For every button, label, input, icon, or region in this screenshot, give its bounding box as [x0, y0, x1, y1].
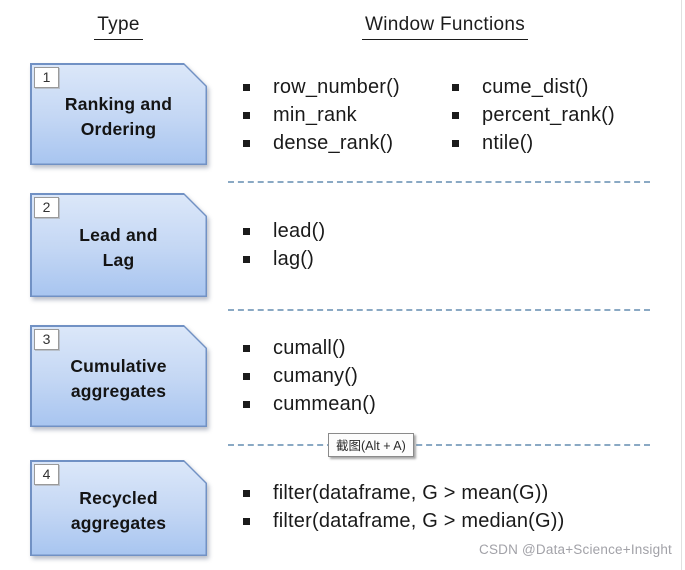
list-item: filter(dataframe, G > median(G)): [243, 507, 565, 535]
function-label: cume_dist(): [482, 75, 589, 98]
screenshot-tooltip: 截图(Alt + A): [328, 433, 414, 457]
bullet-icon: [452, 83, 459, 91]
bullet-icon: [243, 372, 250, 380]
list-item: cumany(): [243, 362, 376, 390]
box-ranking-and-ordering: 1 Ranking and Ordering: [30, 63, 207, 165]
function-label: ntile(): [482, 131, 534, 154]
type-header-label: Type: [94, 14, 143, 40]
box-number-badge: 4: [34, 464, 59, 485]
box-title: Recycled aggregates: [30, 460, 207, 556]
window-functions-header-label: Window Functions: [361, 14, 529, 40]
function-label: row_number(): [273, 75, 400, 98]
bullet-icon: [243, 344, 250, 352]
list-item: lag(): [243, 245, 325, 273]
bullet-icon: [243, 489, 250, 497]
right-edge-divider: [681, 0, 682, 570]
list-item: min_rank: [243, 101, 400, 129]
box-fill-shape: [32, 327, 206, 426]
list-item: percent_rank(): [452, 101, 615, 129]
function-label: lead(): [273, 219, 326, 242]
box-title-line: Lag: [102, 250, 135, 270]
section1-function-list-col2: cume_dist() percent_rank() ntile(): [452, 73, 615, 157]
list-item: lead(): [243, 217, 325, 245]
function-label: dense_rank(): [273, 131, 394, 154]
list-item: cume_dist(): [452, 73, 615, 101]
section1-function-list-col1: row_number() min_rank dense_rank(): [243, 73, 400, 157]
function-label: cummean(): [273, 392, 376, 415]
list-item: row_number(): [243, 73, 400, 101]
section2-function-list: lead() lag(): [243, 217, 325, 273]
box-number-badge: 3: [34, 329, 59, 350]
function-label: cumall(): [273, 336, 346, 359]
box-title: Ranking and Ordering: [30, 63, 207, 165]
box-title-line: Ranking and: [64, 94, 173, 115]
box-title-line: Recycled: [79, 488, 158, 509]
bullet-icon: [243, 400, 250, 408]
section4-function-list: filter(dataframe, G > mean(G)) filter(da…: [243, 479, 565, 535]
section3-function-list: cumall() cumany() cummean(): [243, 334, 376, 418]
bullet-icon: [243, 111, 250, 119]
type-column-header: Type: [30, 14, 207, 40]
box-recycled-aggregates: 4 Recycled aggregates: [30, 460, 207, 556]
bullet-icon: [243, 139, 250, 147]
bullet-icon: [243, 83, 250, 91]
window-functions-column-header: Window Functions: [240, 14, 650, 40]
list-item: cummean(): [243, 390, 376, 418]
function-label: filter(dataframe, G > mean(G)): [273, 481, 549, 504]
box-title-line: aggregates: [70, 513, 167, 533]
box-cumulative-aggregates: 3 Cumulative aggregates: [30, 325, 207, 427]
bullet-icon: [243, 227, 250, 235]
bullet-icon: [243, 255, 250, 263]
dashed-separator: [228, 309, 650, 311]
dashed-separator: [228, 181, 650, 183]
box-fill-shape: [32, 462, 206, 555]
list-item: ntile(): [452, 129, 615, 157]
box-title-line: Cumulative: [70, 356, 167, 377]
box-number-badge: 2: [34, 197, 59, 218]
list-item: cumall(): [243, 334, 376, 362]
box-title: Cumulative aggregates: [30, 325, 207, 427]
function-label: filter(dataframe, G > median(G)): [273, 509, 565, 532]
bullet-icon: [452, 111, 459, 119]
function-label: lag(): [273, 247, 315, 270]
box-number-badge: 1: [34, 67, 59, 88]
box-title-line: Ordering: [80, 119, 157, 139]
csdn-watermark: CSDN @Data+Science+Insight: [479, 542, 672, 557]
list-item: dense_rank(): [243, 129, 400, 157]
box-fill-shape: [32, 195, 206, 296]
function-label: cumany(): [273, 364, 358, 387]
box-title-line: Lead and: [79, 225, 158, 246]
box-fill-shape: [32, 65, 206, 164]
box-lead-and-lag: 2 Lead and Lag: [30, 193, 207, 297]
dashed-separator: [228, 444, 650, 446]
bullet-icon: [452, 139, 459, 147]
box-title: Lead and Lag: [30, 193, 207, 297]
function-label: min_rank: [273, 103, 357, 126]
box-title-line: aggregates: [70, 381, 167, 401]
bullet-icon: [243, 517, 250, 525]
function-label: percent_rank(): [482, 103, 615, 126]
list-item: filter(dataframe, G > mean(G)): [243, 479, 565, 507]
